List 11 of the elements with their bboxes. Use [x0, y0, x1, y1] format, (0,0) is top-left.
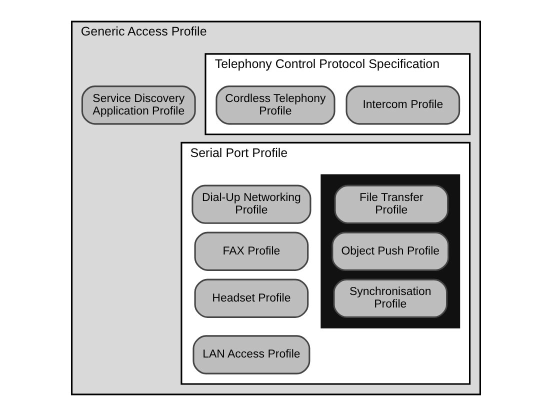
node-box: LAN Access Profile — [192, 334, 310, 374]
node-box: Dial-Up Networking Profile — [192, 184, 312, 224]
node-box: Intercom Profile — [346, 85, 460, 124]
node-box: FAX Profile — [194, 231, 309, 270]
cluster — [320, 174, 460, 328]
node-box: Headset Profile — [194, 278, 309, 318]
node-box: Object Push Profile — [332, 231, 450, 270]
node-box: Synchronisation Profile — [333, 278, 448, 318]
node-box: File Transfer Profile — [334, 184, 449, 224]
node-box: Cordless Telephony Profile — [216, 85, 336, 124]
node-box: Service Discovery Application Profile — [81, 85, 196, 124]
